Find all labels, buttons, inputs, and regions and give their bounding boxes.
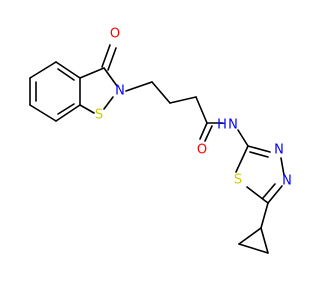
molecule-diagram: O N S O N H N N S [29, 26, 292, 254]
atom-N2: N [115, 84, 125, 99]
atom-S8: S [234, 173, 242, 188]
ring-carbonyl [101, 44, 117, 71]
alkyl-chain [125, 81, 208, 124]
atom-labels: O N S O N H N N S [95, 27, 292, 189]
atom-N7: N [282, 174, 292, 189]
atom-S3: S [95, 108, 103, 123]
n-thiadiazole-bond [237, 129, 249, 147]
cyclopropyl-ring [238, 202, 269, 254]
atom-O1: O [110, 27, 120, 42]
isothiazolone-ring [79, 67, 118, 114]
benzene-ring [29, 61, 81, 122]
amide-carbonyl [199, 122, 213, 142]
atom-H5: H [217, 118, 227, 133]
thiadiazole-ring [235, 145, 285, 204]
atom-N5: N [228, 118, 238, 133]
structure-svg: O N S O N H N N S [29, 27, 292, 254]
atom-N6: N [274, 143, 284, 158]
atom-O4: O [197, 143, 207, 158]
